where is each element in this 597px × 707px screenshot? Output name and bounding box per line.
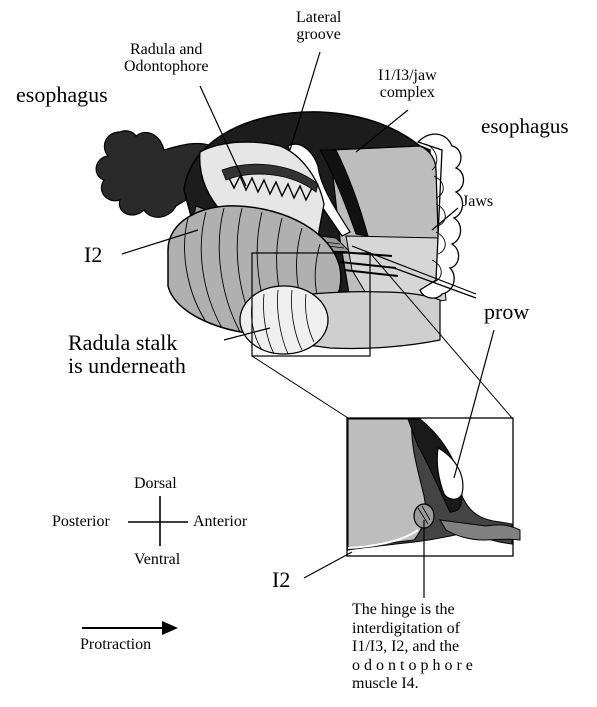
label-esophagus-left: esophagus	[16, 83, 108, 106]
label-anterior: Anterior	[193, 514, 247, 531]
pointer-i2-bottom	[304, 552, 352, 578]
label-jaw-complex: I1/I3/jaw complex	[378, 68, 437, 102]
label-i2-bottom: I2	[272, 568, 290, 591]
label-posterior: Posterior	[52, 514, 110, 531]
label-radula-odontophore: Radula and Odontophore	[124, 42, 208, 76]
label-prow: prow	[484, 300, 529, 323]
label-i2-top: I2	[84, 243, 102, 266]
hinge-note: The hinge is the interdigitation of I1/I…	[352, 601, 473, 694]
label-lateral-groove: Lateral groove	[296, 10, 341, 44]
label-protraction: Protraction	[80, 637, 151, 654]
protraction-arrow-head	[162, 621, 178, 635]
label-jaws: Jaws	[462, 194, 493, 211]
label-esophagus-right: esophagus	[481, 115, 569, 137]
label-ventral: Ventral	[134, 552, 180, 569]
zoom-connector-left	[252, 356, 348, 418]
label-dorsal: Dorsal	[134, 476, 177, 493]
label-radula-stalk: Radula stalk is underneath	[68, 331, 186, 377]
